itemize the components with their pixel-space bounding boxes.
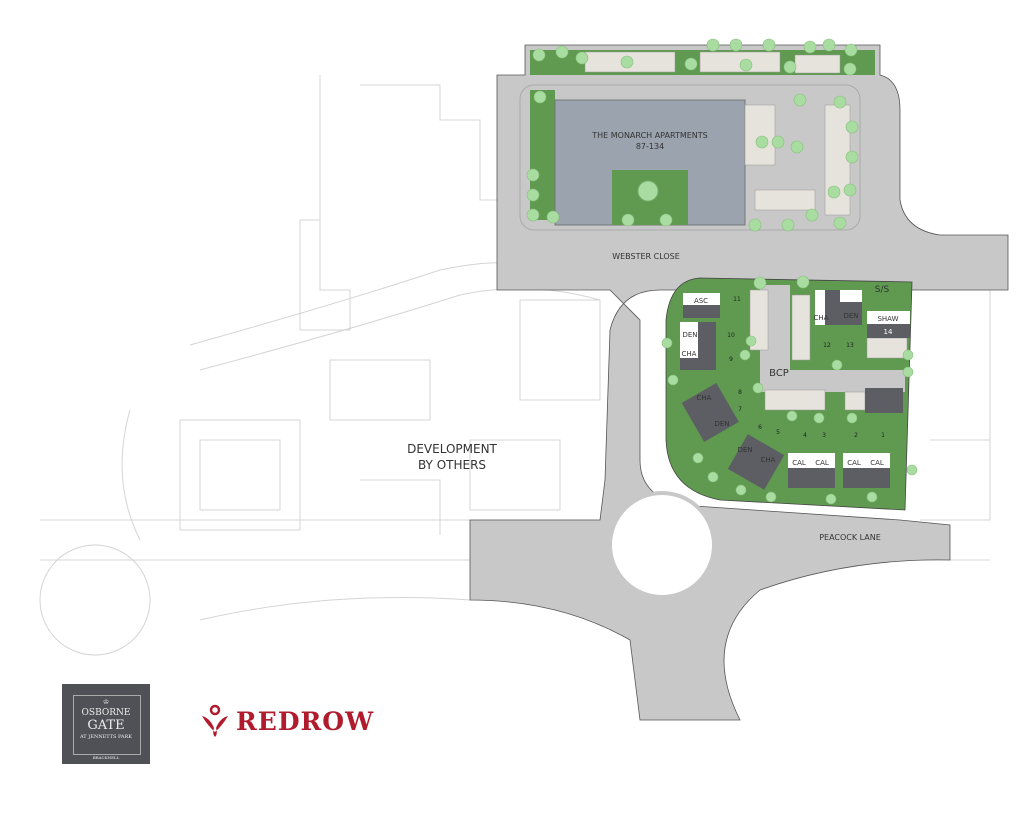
monarch-block: THE MONARCH APARTMENTS 87-134 — [519, 50, 875, 231]
plot-11: 11 — [733, 296, 741, 303]
house-den: DEN — [737, 446, 752, 454]
house-cha: CHA — [814, 314, 829, 322]
apartments-label: THE MONARCH APARTMENTS — [591, 131, 708, 140]
plot-5: 5 — [776, 429, 780, 436]
redrow-logo: REDROW — [200, 697, 400, 745]
plot-10: 10 — [727, 332, 735, 339]
house-den: DEN — [682, 331, 697, 339]
apartments-range: 87-134 — [636, 142, 664, 151]
house-cal: CAL — [815, 459, 829, 467]
plot-7: 7 — [738, 406, 742, 413]
house-cal: CAL — [847, 459, 861, 467]
trees — [526, 38, 918, 505]
plot-13: 13 — [846, 342, 854, 349]
logo-text: AT JENNETTS PARK — [79, 734, 133, 740]
webster-close-label: WEBSTER CLOSE — [612, 252, 680, 261]
crown-icon: ♔ — [102, 698, 110, 706]
plot-12: 12 — [823, 342, 831, 349]
house-cha: CHA — [682, 350, 697, 358]
house-cha: CHA — [761, 456, 776, 464]
plot-2: 2 — [854, 432, 858, 439]
house-cal: CAL — [870, 459, 884, 467]
development-by-others-line2: BY OTHERS — [418, 458, 486, 472]
house-den: DEN — [843, 312, 858, 320]
plot-1: 1 — [881, 432, 885, 439]
substation-label: S/S — [875, 285, 890, 295]
house-den: DEN — [714, 420, 729, 428]
logo-text: BRACKNELL — [92, 755, 120, 760]
house-shaw: SHAW — [877, 315, 898, 323]
logo-text: OSBORNE — [81, 708, 131, 718]
logo-text: GATE — [87, 718, 125, 733]
plot-6: 6 — [758, 424, 762, 431]
plot-8: 8 — [738, 389, 742, 396]
osborne-gate-logo: ♔ OSBORNE GATE AT JENNETTS PARK BRACKNEL… — [62, 684, 150, 764]
development-by-others-line1: DEVELOPMENT — [407, 442, 497, 456]
redrow-wordmark: REDROW — [236, 706, 375, 736]
house-cha: CHA — [697, 394, 712, 402]
peacock-lane-label: PEACOCK LANE — [819, 533, 881, 542]
bcp-label: BCP — [769, 368, 789, 379]
plot-9: 9 — [729, 356, 733, 363]
redrow-emblem-icon — [202, 704, 228, 737]
house-14-label: 14 — [884, 328, 893, 336]
plot-4: 4 — [803, 432, 807, 439]
lower-site: ASC DEN CHA CHA DEN DEN CHA CAL CAL CAL … — [665, 277, 913, 511]
house-cal: CAL — [792, 459, 806, 467]
plot-3: 3 — [822, 432, 826, 439]
house-asc: ASC — [694, 297, 708, 305]
